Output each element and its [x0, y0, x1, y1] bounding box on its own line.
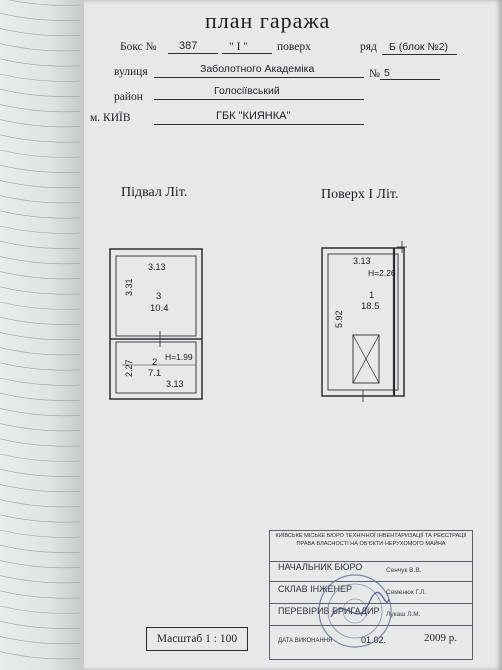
stamp-row-foreman: ПЕРЕВІРИВ БРИГАДИР Лукаш Л.М.	[270, 605, 472, 626]
district-label: район	[114, 91, 143, 103]
round-seal	[318, 574, 392, 648]
floor-room-area: 18.5	[361, 301, 380, 312]
stamp-year-value: 2009	[424, 632, 446, 644]
signature	[330, 591, 390, 618]
stamp-role: ПЕРЕВІРИВ БРИГАДИР	[278, 606, 380, 616]
stamp-role: НАЧАЛЬНИК БЮРО	[278, 562, 363, 572]
scale-label: Масштаб 1 : 100	[146, 627, 248, 651]
street-number: 5	[384, 67, 390, 79]
page-title: план гаража	[205, 8, 331, 33]
city-label: м. КИЇВ	[90, 112, 131, 124]
stamp-year-suffix: р.	[448, 632, 457, 644]
basement-room3-area: 10.4	[150, 303, 169, 314]
basement-title: Підвал Літ.	[121, 185, 188, 200]
ground-floor-plan	[321, 241, 407, 402]
stamp-row-engineer: СКЛАВ ІНЖЕНЕР Семенюк Г.Л.	[270, 583, 472, 604]
basement-room2-area: 7.1	[148, 368, 162, 379]
basement-room3-width: 3.13	[148, 262, 166, 272]
floor-value: " І "	[229, 41, 248, 53]
floor-room-number: 1	[369, 290, 375, 301]
floor-title: Поверх І Літ.	[321, 187, 399, 202]
row-label: ряд	[360, 41, 377, 53]
row-value: Б (блок №2)	[389, 41, 449, 53]
street-label: вулиця	[114, 66, 148, 78]
stamp-name: Семенюк Г.Л.	[386, 589, 427, 596]
stamp-name: Лукаш Л.М.	[386, 611, 421, 618]
floor-label: поверх	[277, 41, 311, 53]
binder-edge	[0, 0, 84, 670]
stamp-row-head: НАЧАЛЬНИК БЮРО Сенчук В.В.	[270, 561, 472, 582]
basement-room3-height: 3.31	[124, 278, 134, 296]
basement-room-3	[115, 255, 197, 337]
floor-ceiling: H=2.26	[368, 268, 396, 278]
basement-outline	[109, 248, 203, 400]
stamp-name: Сенчук В.В.	[386, 567, 422, 574]
bti-stamp: КИЇВСЬКЕ МІСЬКЕ БЮРО ТЕХНІЧНОЇ ІНВЕНТАРИ…	[269, 530, 473, 660]
basement-room3-number: 3	[156, 291, 162, 302]
street-value: Заболотного Академіка	[200, 63, 315, 75]
basement-room-2	[115, 341, 197, 394]
basement-room2-height: 2.27	[124, 359, 134, 377]
floor-width: 3.13	[353, 256, 371, 266]
basement-plan	[109, 248, 203, 400]
stamp-role: СКЛАВ ІНЖЕНЕР	[278, 584, 352, 594]
stamp-date-label: ДАТА ВИКОНАННЯ	[278, 638, 333, 644]
basement-room2-ceiling: H=1.99	[165, 352, 193, 362]
street-number-label: №	[369, 68, 380, 80]
floor-length: 5.92	[334, 310, 344, 328]
box-label: Бокс №	[120, 41, 157, 53]
basement-room2-number: 2	[152, 357, 158, 368]
district-value: Голосіївський	[214, 85, 280, 97]
inspection-pit	[352, 334, 380, 384]
stamp-year: 2009 р.	[424, 632, 457, 644]
garage-plan-page: план гаража Бокс № 387 " І " поверх ряд …	[84, 0, 502, 670]
city-value: ГБК "КИЯНКА"	[216, 110, 291, 122]
floor-plans	[109, 241, 407, 402]
basement-room2-width: 3.13	[166, 379, 184, 389]
box-number: 387	[179, 40, 198, 52]
stamp-header: КИЇВСЬКЕ МІСЬКЕ БЮРО ТЕХНІЧНОЇ ІНВЕНТАРИ…	[270, 531, 472, 562]
stamp-date-value: 01.02.	[361, 635, 387, 645]
